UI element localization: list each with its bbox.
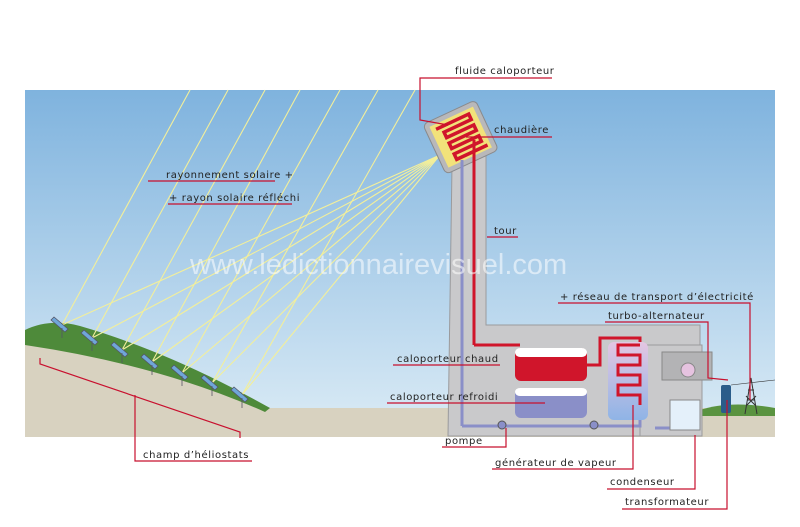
reflected-ray <box>121 154 441 351</box>
svg-text:condenseur: condenseur <box>610 477 675 488</box>
heliostat-mirror <box>170 364 189 386</box>
power-line <box>730 379 776 386</box>
hot-tank-top <box>515 348 587 357</box>
heliostat-mirror <box>230 386 249 408</box>
label-reseau-transport: + réseau de transport d’électricité <box>558 291 754 400</box>
reflected-ray <box>181 154 441 374</box>
svg-text:transformateur: transformateur <box>625 497 709 508</box>
label-fluide-caloporteur: fluide caloporteur <box>419 66 555 126</box>
incident-ray <box>241 89 416 396</box>
heliostat-mirror <box>200 374 219 396</box>
label-pompe: pompe <box>442 428 507 448</box>
reflected-ray <box>61 154 441 326</box>
label-chaudiere: chaudière <box>466 124 552 138</box>
steam-generator <box>608 342 648 420</box>
heliostats <box>50 316 249 408</box>
svg-text:+ rayon solaire réfléchi: + rayon solaire réfléchi <box>169 192 300 204</box>
heliostat-mirror <box>80 329 99 351</box>
steam-coil <box>616 343 642 405</box>
label-caloporteur-chaud: caloporteur chaud <box>393 354 500 366</box>
label-transformateur: transformateur <box>622 400 728 510</box>
boiler <box>423 101 498 174</box>
svg-text:rayonnement solaire +: rayonnement solaire + <box>166 170 294 181</box>
svg-text:tour: tour <box>494 226 517 237</box>
label-condenseur: condenseur <box>607 435 696 490</box>
pump-icon <box>497 420 507 430</box>
label-generateur-vapeur: générateur de vapeur <box>492 405 634 470</box>
reflected-ray <box>211 154 441 384</box>
svg-text:générateur de vapeur: générateur de vapeur <box>495 457 617 469</box>
incident-ray <box>181 89 341 374</box>
svg-text:chaudière: chaudière <box>494 124 549 136</box>
label-rayon-reflechi: + rayon solaire réfléchi <box>168 192 300 205</box>
incident-ray <box>151 89 301 363</box>
label-champ-heliostats: champ d’héliostats <box>39 358 252 462</box>
label-rayonnement-solaire: rayonnement solaire + <box>148 170 294 182</box>
solar-rays <box>61 89 441 396</box>
incident-ray <box>211 89 379 384</box>
svg-text:pompe: pompe <box>445 436 483 447</box>
svg-text:caloporteur chaud: caloporteur chaud <box>397 354 499 365</box>
incident-ray <box>61 89 191 326</box>
incident-ray <box>91 89 229 339</box>
pump2-icon <box>589 420 599 430</box>
label-caloporteur-refroidi: caloporteur refroidi <box>387 392 545 404</box>
heliostat-mirror <box>140 353 159 375</box>
transformer-unit <box>721 385 731 413</box>
svg-text:fluide caloporteur: fluide caloporteur <box>455 66 555 77</box>
reflected-ray <box>241 154 441 396</box>
cold-tank-top <box>515 388 587 396</box>
heliostat-mirror <box>110 341 129 363</box>
hill-grass <box>25 322 270 412</box>
incident-ray <box>121 89 266 351</box>
svg-text:caloporteur refroidi: caloporteur refroidi <box>390 392 498 403</box>
label-turbo-alternateur: turbo-alternateur <box>605 311 729 381</box>
reflected-ray <box>151 154 441 363</box>
watermark: www.ledictionnairevisuel.com <box>189 249 567 281</box>
svg-text:champ d’héliostats: champ d’héliostats <box>143 449 249 461</box>
condenser-box <box>669 399 701 431</box>
label-tour: tour <box>487 226 518 238</box>
alternator <box>680 362 696 378</box>
heliostat-mirror <box>50 316 69 338</box>
reflected-ray <box>91 154 441 339</box>
svg-text:+ réseau de transport d’électr: + réseau de transport d’électricité <box>560 291 754 303</box>
svg-text:turbo-alternateur: turbo-alternateur <box>608 311 705 322</box>
pylon <box>744 377 758 415</box>
